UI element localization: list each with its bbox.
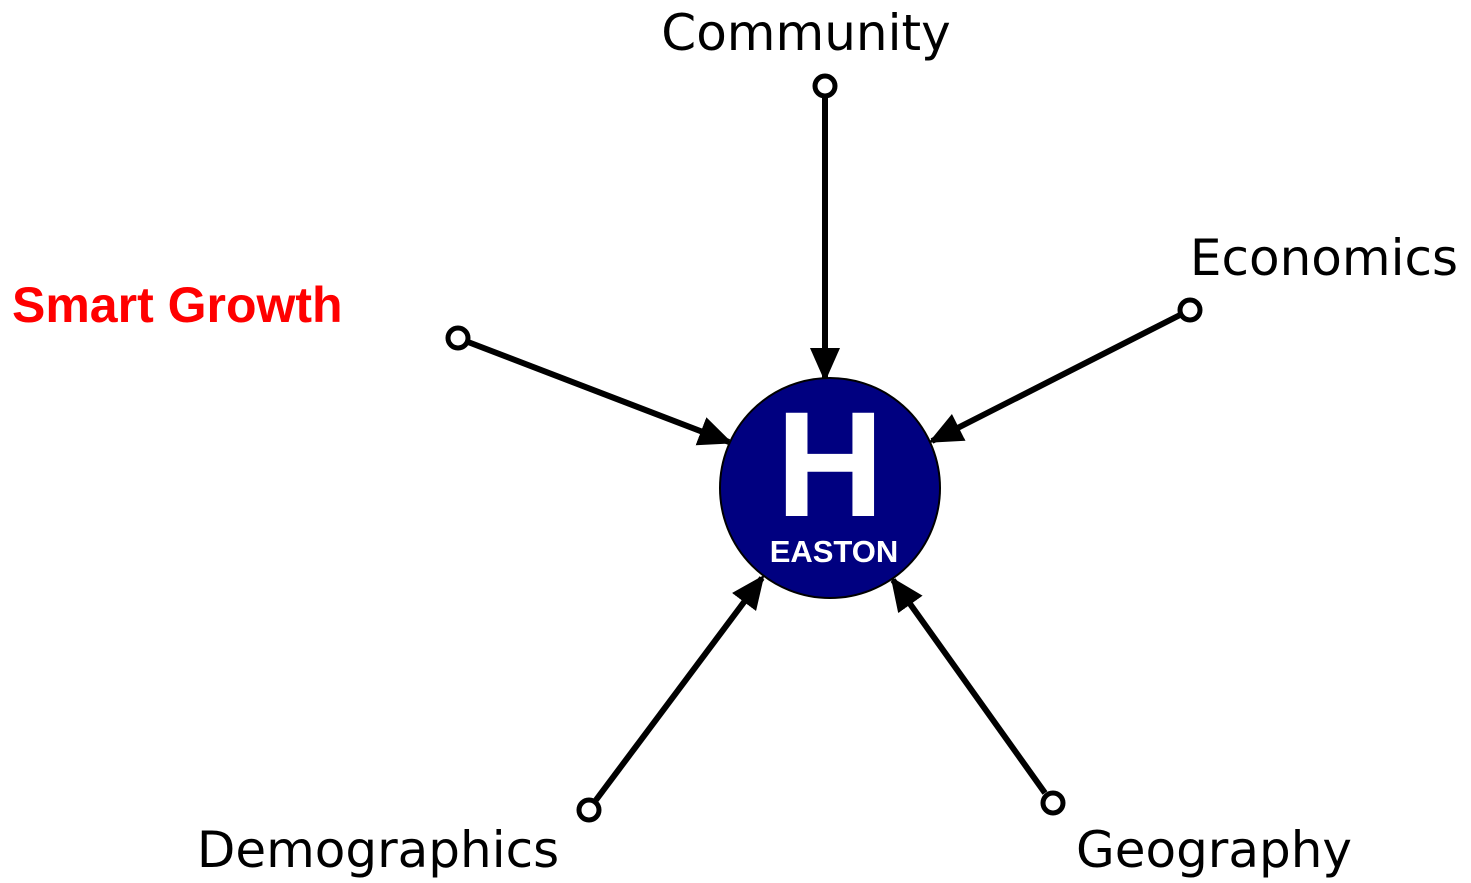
connector-endpoint <box>812 73 838 99</box>
connector-endpoint <box>1177 297 1203 323</box>
factor-label-economics: Economics <box>1190 229 1458 287</box>
factor-label-demographics: Demographics <box>197 821 559 879</box>
connector-endpoint <box>445 325 471 351</box>
hub-circle <box>719 377 941 599</box>
hub-letter: H <box>776 380 884 548</box>
connector-smart-growth <box>445 325 733 446</box>
factor-label-community: Community <box>661 4 950 62</box>
easton-hub: H EASTON <box>719 377 941 599</box>
connector-community <box>810 73 840 382</box>
connector-endpoint <box>576 797 602 823</box>
connector-geography <box>890 576 1066 816</box>
hub-name: EASTON <box>770 534 899 569</box>
factor-label-geography: Geography <box>1076 821 1352 879</box>
connector-endpoint <box>1040 790 1066 816</box>
connector-demographics <box>576 574 765 823</box>
connector-economics <box>928 297 1203 444</box>
factor-label-smart-growth: Smart Growth <box>12 277 343 333</box>
